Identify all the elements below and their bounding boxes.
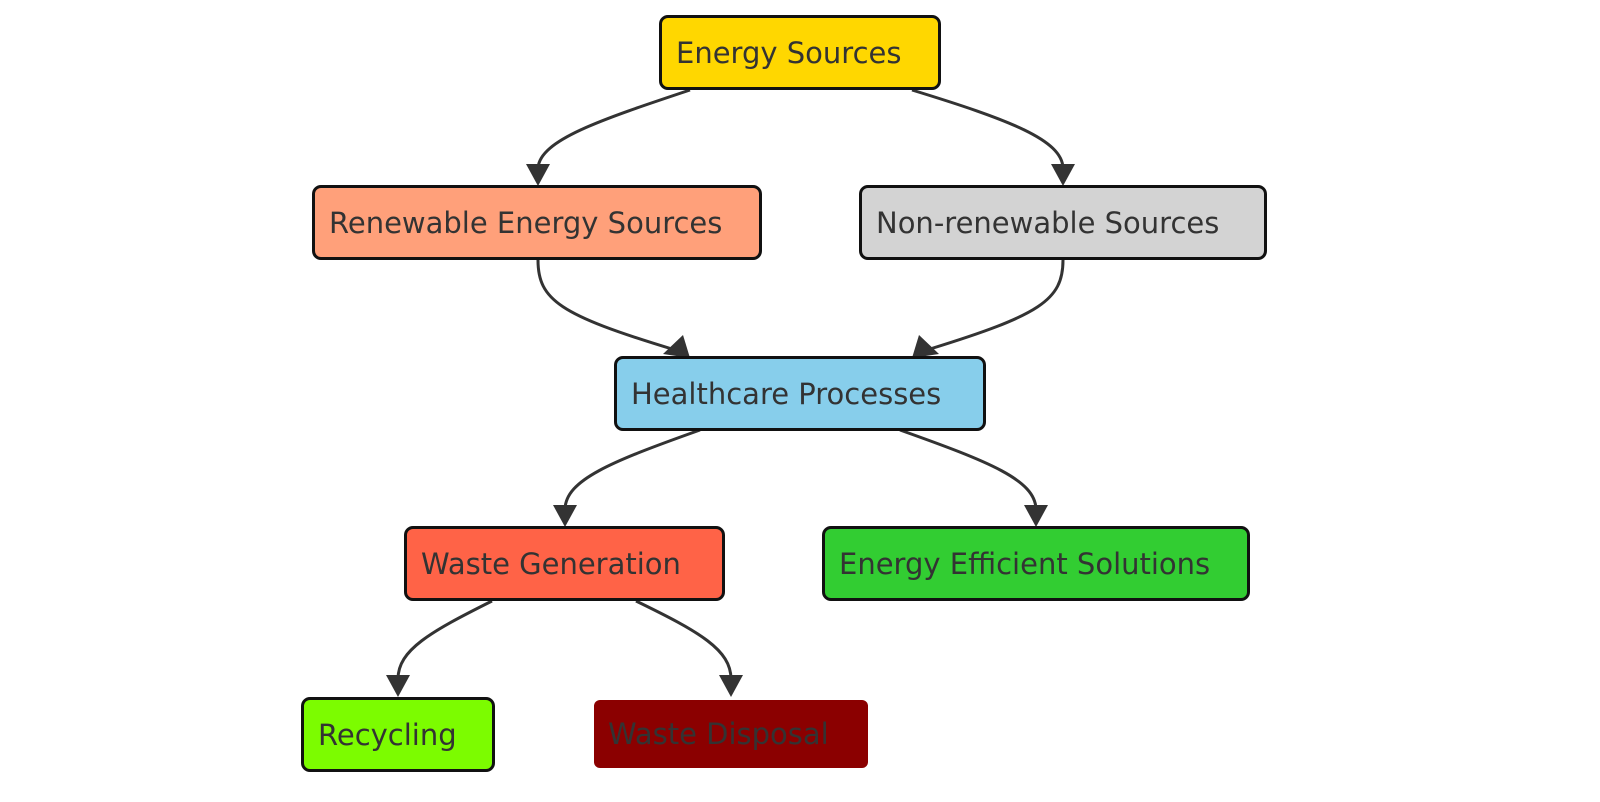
node-non-renewable-sources: Non-renewable Sources	[859, 185, 1267, 260]
arrowhead-waste-generation	[553, 505, 577, 527]
arrowhead-healthcare-left	[663, 335, 690, 358]
node-energy-sources: Energy Sources	[659, 15, 941, 90]
node-renewable-label: Renewable Energy Sources	[329, 205, 723, 240]
node-healthcare-label: Healthcare Processes	[631, 376, 942, 411]
edge-renewable-to-healthcare	[536, 259, 673, 351]
node-recycling-label: Recycling	[318, 717, 457, 752]
node-energy-sources-label: Energy Sources	[676, 35, 902, 70]
edge-healthcare-to-efficient	[899, 428, 1038, 510]
arrowhead-renewable	[526, 164, 550, 186]
node-waste-generation: Waste Generation	[404, 526, 725, 601]
node-efficient-label: Energy Efficient Solutions	[839, 546, 1211, 581]
node-healthcare-processes: Healthcare Processes	[614, 356, 986, 431]
node-waste-disposal-label: Waste Disposal	[608, 717, 829, 751]
edge-waste-to-disposal	[635, 599, 733, 680]
arrowhead-recycling	[386, 675, 410, 697]
node-waste-disposal: Waste Disposal	[594, 700, 868, 768]
edge-energy-to-nonrenewable	[911, 88, 1065, 169]
node-waste-generation-label: Waste Generation	[421, 546, 681, 581]
arrowhead-waste-disposal	[719, 675, 743, 697]
edge-energy-to-renewable	[536, 88, 691, 169]
arrowhead-healthcare-right	[912, 335, 939, 358]
node-recycling: Recycling	[301, 697, 495, 772]
edge-waste-to-recycling	[396, 599, 493, 680]
edge-healthcare-to-waste	[563, 428, 701, 510]
arrowhead-nonrenewable	[1051, 164, 1075, 186]
edge-nonrenewable-to-healthcare	[929, 259, 1065, 351]
node-nonrenewable-label: Non-renewable Sources	[876, 205, 1220, 240]
arrowhead-efficient	[1024, 505, 1048, 527]
node-renewable-energy-sources: Renewable Energy Sources	[312, 185, 762, 260]
node-energy-efficient-solutions: Energy Efficient Solutions	[822, 526, 1250, 601]
